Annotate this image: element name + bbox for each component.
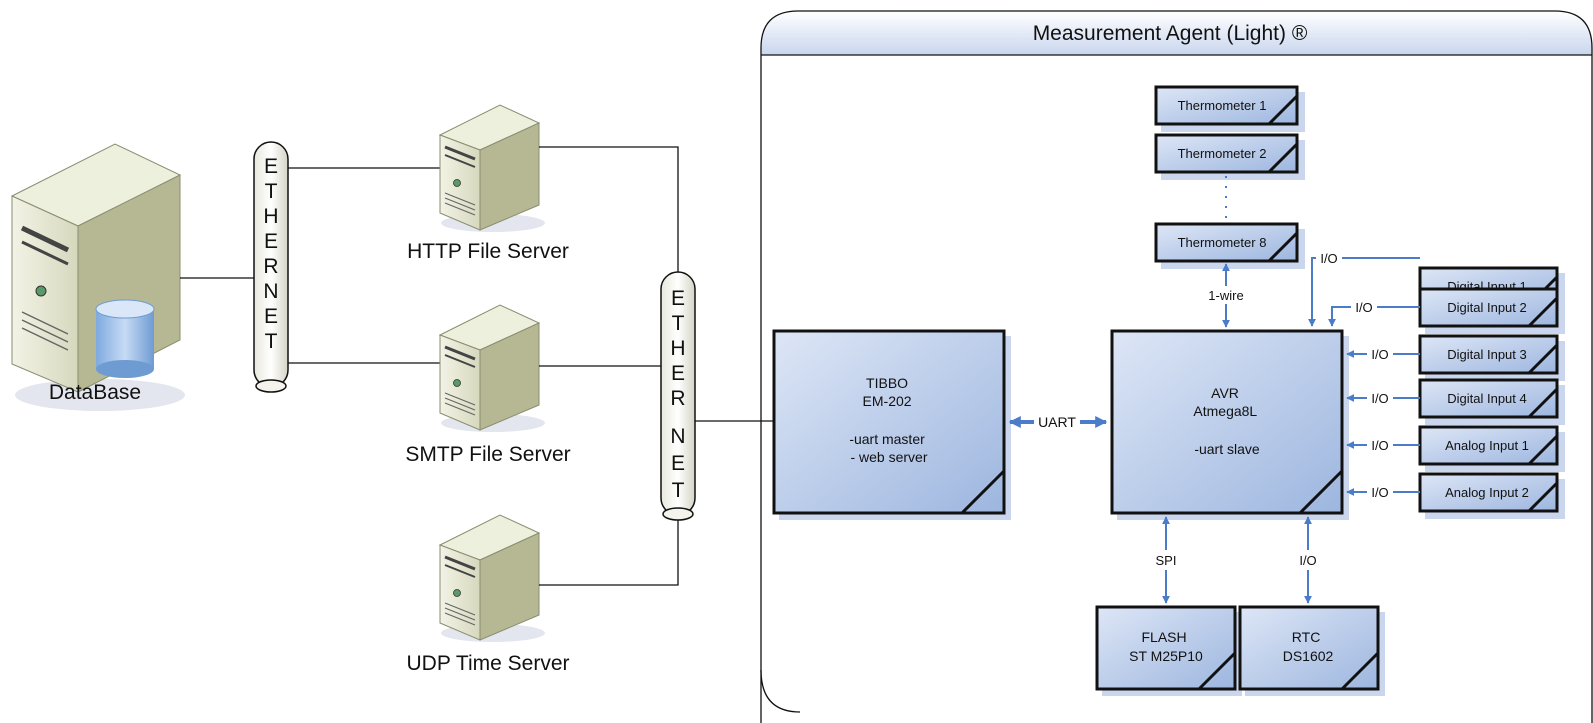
avr-module [1110,329,1344,515]
input-label: Analog Input 1 [1445,438,1529,453]
ethernet-left-letter: E [264,230,278,253]
database-icon [10,143,185,411]
io-label: I/O [1371,347,1388,362]
http-right-link [539,146,679,275]
ethernet-right-letter: T [672,312,685,335]
ethernet-bus-left: E T H E R N E T [253,141,289,393]
ethernet-right-letter: E [671,287,685,310]
input-label: Digital Input 2 [1447,300,1527,315]
ethernet-right-letter: H [670,337,685,360]
io-label: I/O [1371,485,1388,500]
spi-label: SPI [1156,553,1177,568]
avr-text: AVR Atmega8L -uart slave [1193,385,1260,457]
smtp-server-label: SMTP File Server [405,443,570,466]
analog-input-1: Analog Input 1 [1418,425,1565,472]
io-link-digital-2 [1328,306,1420,327]
io-label: I/O [1371,391,1388,406]
measurement-agent-container [760,10,1593,723]
ethernet-right-letter: N [670,425,685,448]
uart-label: UART [1038,414,1076,430]
flash-line: FLASH [1141,629,1186,645]
http-server-label: HTTP File Server [407,240,569,263]
thermometer-1: Thermometer 1 [1154,85,1305,132]
rtc-line: RTC [1292,629,1321,645]
tibbo-line: TIBBO [866,375,908,391]
ethernet-left-letter: N [263,280,278,303]
avr-line: -uart slave [1194,441,1260,457]
flash-text: FLASH ST M25P10 [1129,629,1203,664]
udp-server-icon [438,513,547,644]
tibbo-text: TIBBO EM-202 -uart master - web server [849,375,928,465]
tibbo-line: EM-202 [863,393,912,409]
tibbo-line: -uart master [849,431,925,447]
rtc-module: RTC DS1602 [1238,605,1385,696]
ethernet-left-letter: T [265,330,278,353]
io-link-digital-1 [1308,257,1420,327]
database-label: DataBase [49,381,141,404]
udp-server-label: UDP Time Server [407,652,570,675]
ethernet-right-letter: E [671,362,685,385]
input-label: Analog Input 2 [1445,485,1529,500]
io-label: I/O [1299,553,1316,568]
udp-right-link [539,514,679,586]
ethernet-left-letter: T [265,180,278,203]
tibbo-line: - web server [850,449,927,465]
ethernet-right-letter: E [671,452,685,475]
digital-input-4: Digital Input 4 [1418,378,1565,425]
flash-line: ST M25P10 [1129,648,1203,664]
ethernet-right-letter: T [672,479,685,502]
tibbo-module [772,329,1006,515]
digital-input-3: Digital Input 3 [1418,334,1565,381]
ethernet-left-letter: H [263,205,278,228]
thermometer-8: Thermometer 8 [1154,222,1305,269]
thermometer-label: Thermometer 2 [1178,146,1267,161]
rtc-text: RTC DS1602 [1283,629,1334,664]
thermometer-label: Thermometer 1 [1178,98,1267,113]
io-label: I/O [1320,251,1337,266]
ethernet-left-letter: E [264,155,278,178]
flash-module: FLASH ST M25P10 [1095,605,1242,696]
avr-line: AVR [1211,385,1239,401]
ethernet-left-letter: E [264,305,278,328]
thermometer-label: Thermometer 8 [1178,235,1267,250]
avr-line: Atmega8L [1193,403,1257,419]
io-label: I/O [1371,438,1388,453]
thermometer-2: Thermometer 2 [1154,133,1305,180]
ethernet-bus-right: E T H E R N E T [660,271,696,521]
ethernet-left-letter: R [263,255,278,278]
agent-title: Measurement Agent (Light) ® [1033,22,1308,45]
digital-input-2: Digital Input 2 [1418,287,1565,334]
rtc-line: DS1602 [1283,648,1334,664]
input-label: Digital Input 4 [1447,391,1527,406]
analog-input-2: Analog Input 2 [1418,472,1565,519]
input-label: Digital Input 3 [1447,347,1527,362]
ethernet-right-letter: R [670,387,685,410]
smtp-server-icon [438,303,547,434]
http-server-icon [438,103,547,234]
io-label: I/O [1355,300,1372,315]
onewire-label: 1-wire [1208,288,1243,303]
